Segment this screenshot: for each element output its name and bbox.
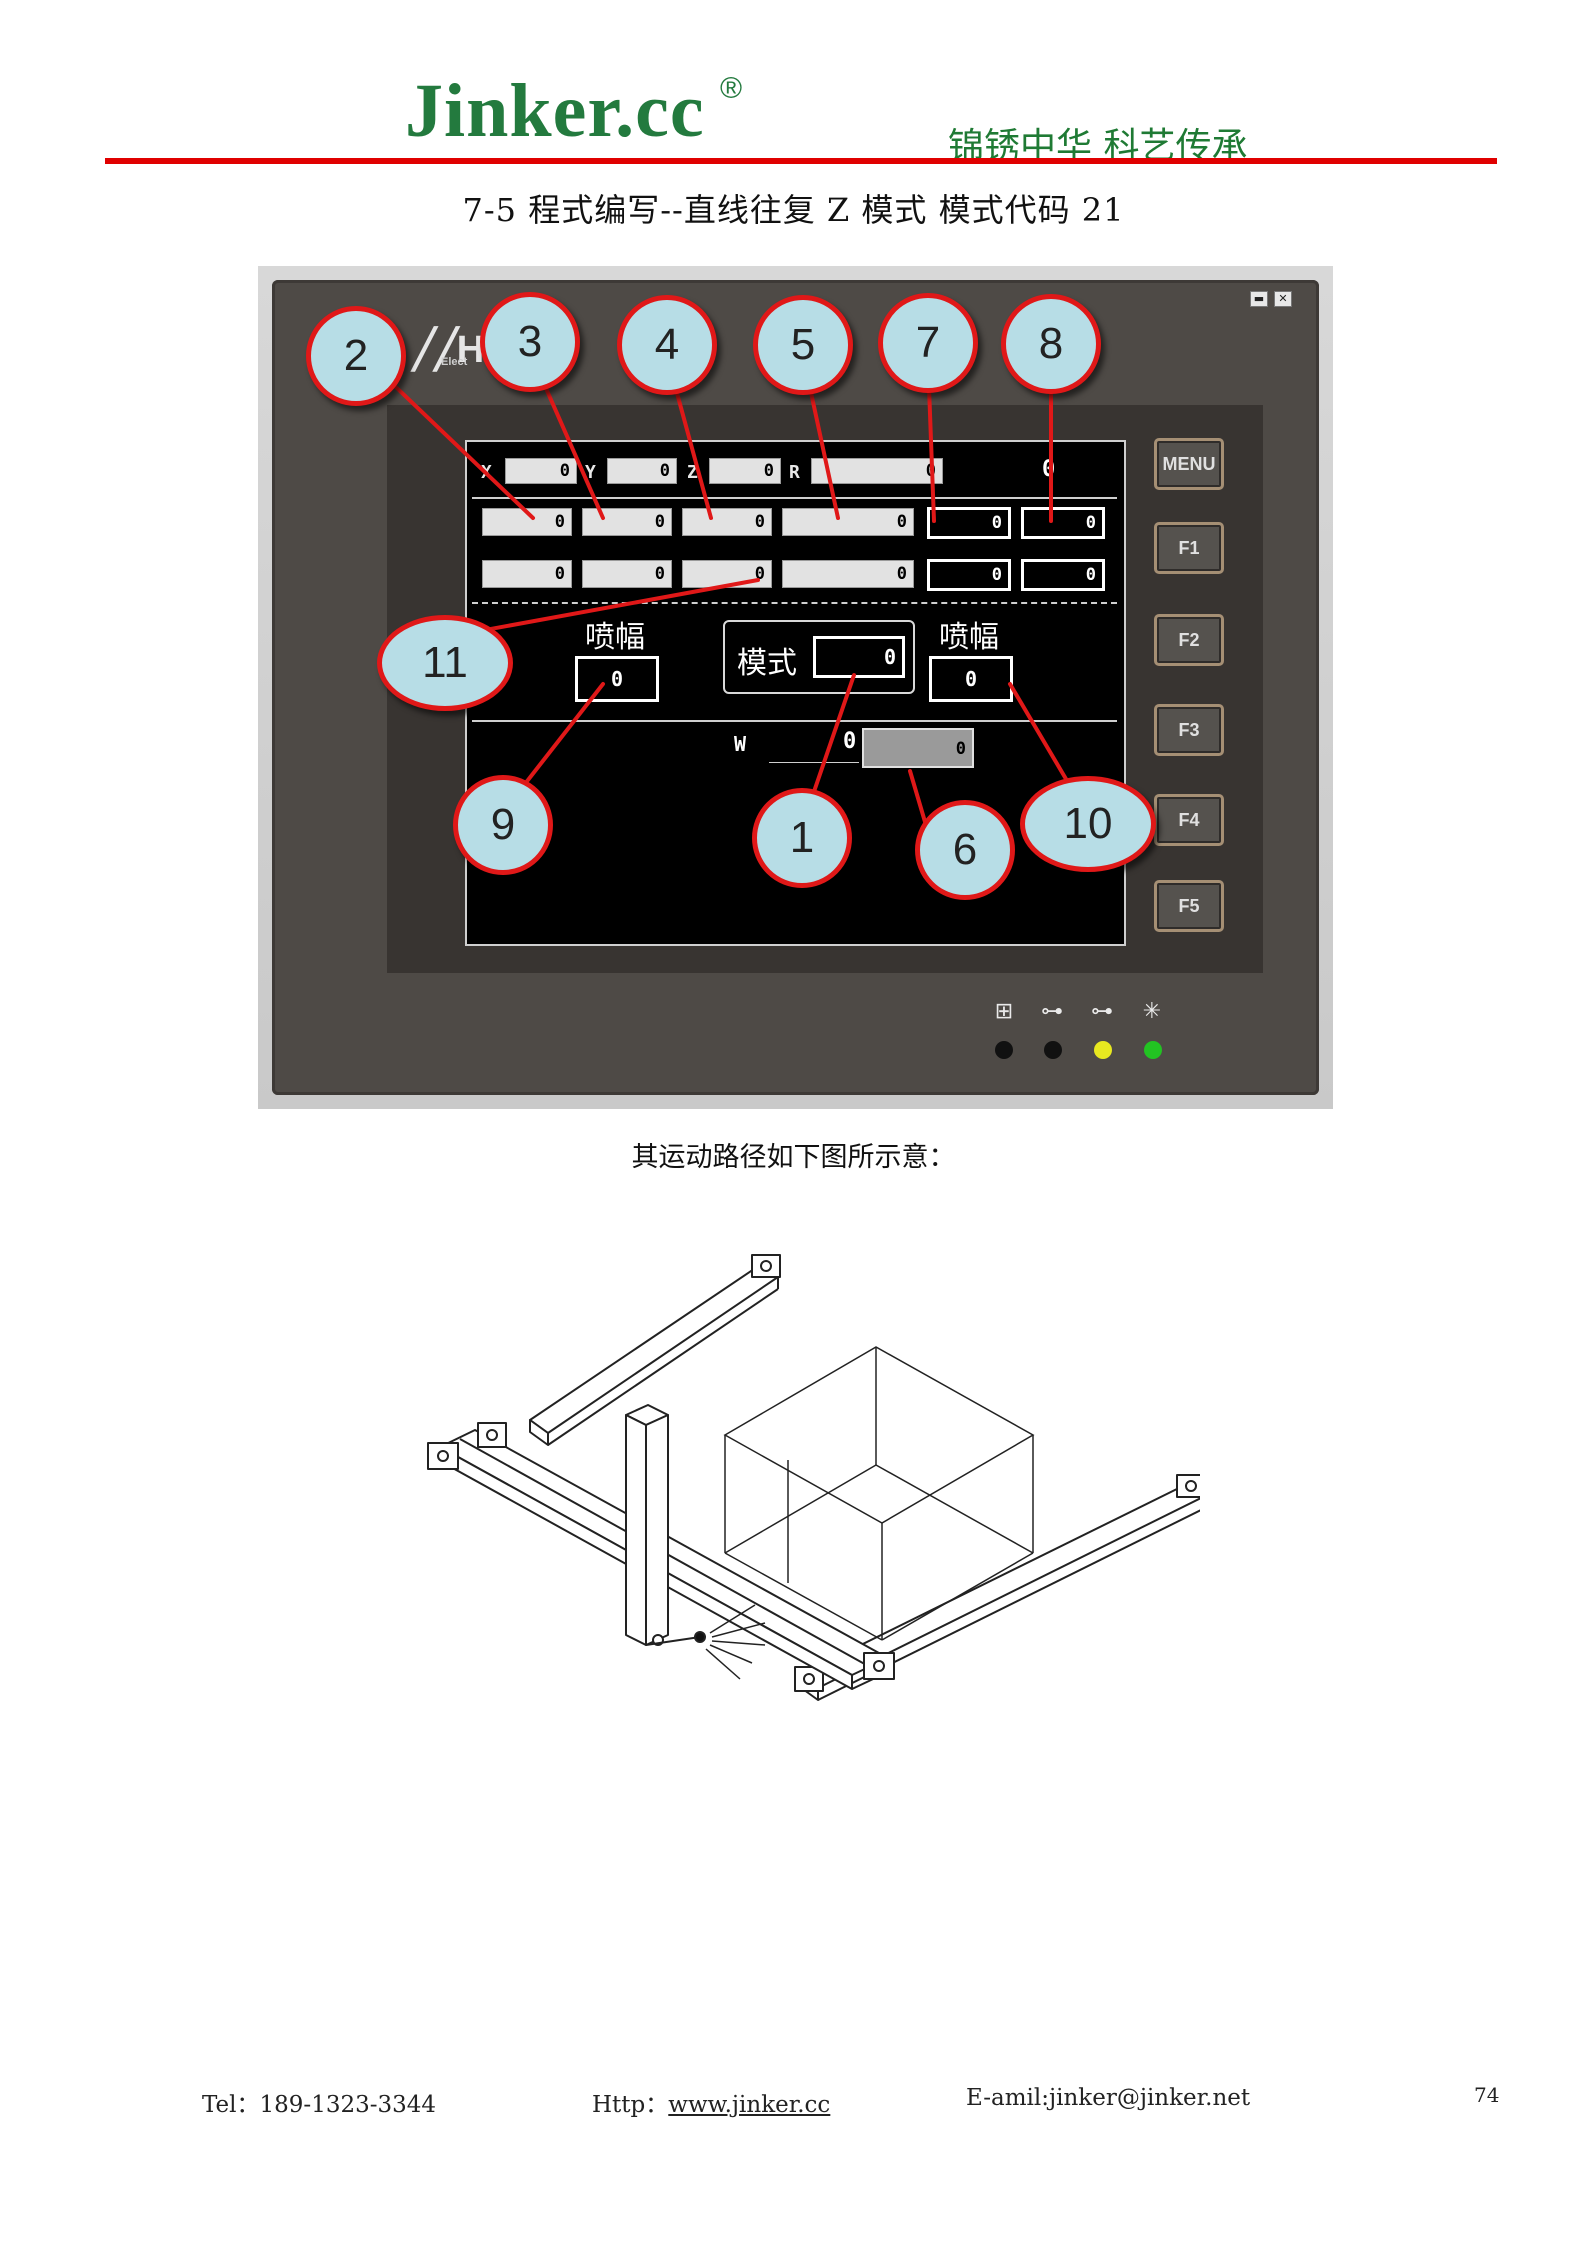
callout-8: 8 — [1001, 294, 1101, 394]
callout-3: 3 — [480, 292, 580, 392]
brand-subtext: Elect — [441, 356, 468, 368]
key-icon: ⊶ — [1091, 999, 1113, 1024]
network-icon: ⊞ — [994, 999, 1014, 1024]
hmi-panel: ▬ ✕ ╱╱HI Elect X 0 Y 0 Z 0 R 0 0 0 0 0 0… — [258, 266, 1333, 1109]
light-icon: ✳ — [1142, 999, 1162, 1024]
param-field-row3-6[interactable]: 0 — [1021, 559, 1105, 591]
rail-end-hole — [760, 1260, 772, 1272]
lcd-divider-2 — [472, 720, 1117, 722]
axis-label-r: R — [789, 462, 800, 483]
close-icon[interactable]: ✕ — [1274, 291, 1292, 307]
callout-4: 4 — [617, 295, 717, 395]
caption: 其运动路径如下图所示意： — [631, 1142, 956, 1173]
status-led-3 — [1094, 1041, 1112, 1059]
status-led-4 — [1144, 1041, 1162, 1059]
spray-width-field-right[interactable]: 0 — [929, 656, 1013, 702]
param-field-11[interactable]: 0 — [682, 560, 772, 588]
status-indicators: ⊞ ⊶ ⊶ ✳ — [988, 999, 1188, 1079]
axis-z-field[interactable]: 0 — [709, 458, 781, 484]
w-plain-value: 0 — [843, 729, 857, 754]
status-led-1 — [995, 1041, 1013, 1059]
f1-key[interactable]: F1 — [1154, 522, 1224, 574]
spray-width-label-right: 喷幅 — [939, 620, 999, 655]
axis-label-z: Z — [687, 462, 698, 483]
callout-2: 2 — [306, 306, 406, 406]
spray-width-label-left: 喷幅 — [585, 620, 645, 655]
axis-label-y: Y — [585, 462, 596, 483]
param-field-5[interactable]: 0 — [782, 508, 914, 536]
callout-6: 6 — [915, 800, 1015, 900]
lcd-dashed-divider — [472, 602, 1117, 604]
w-value-field[interactable]: 0 — [862, 728, 974, 768]
callout-7: 7 — [878, 293, 978, 393]
w-label: W — [734, 732, 747, 756]
minimize-icon[interactable]: ▬ — [1250, 291, 1268, 307]
param-field-7[interactable]: 0 — [927, 507, 1011, 539]
registered-mark: ® — [720, 72, 743, 105]
mode-code-field[interactable]: 0 — [813, 636, 905, 678]
param-field-row3-5[interactable]: 0 — [927, 559, 1011, 591]
callout-10: 10 — [1020, 776, 1156, 872]
footer-website-label: Http： — [592, 2092, 669, 2118]
status-led-2 — [1044, 1041, 1062, 1059]
param-field-4[interactable]: 0 — [682, 508, 772, 536]
f2-key[interactable]: F2 — [1154, 614, 1224, 666]
section-title: 7-5 程式编写--直线往复 Z 模式 模式代码 21 — [462, 191, 1125, 229]
param-field-3[interactable]: 0 — [582, 508, 672, 536]
gantry-path-diagram — [427, 1254, 1200, 1701]
logo: Jinker.cc — [405, 69, 705, 153]
f5-key[interactable]: F5 — [1154, 880, 1224, 932]
mode-label: 模式 — [737, 646, 797, 681]
callout-9: 9 — [453, 775, 553, 875]
spray-width-field-left[interactable]: 0 — [575, 656, 659, 702]
brand-slash-icon: ╱╱ — [413, 329, 458, 371]
f3-key[interactable]: F3 — [1154, 704, 1224, 756]
mode-group: 模式 0 — [723, 620, 915, 694]
lcd-divider-1 — [472, 497, 1117, 499]
param-field-row3-4[interactable]: 0 — [782, 560, 914, 588]
footer-website-link[interactable]: www.jinker.cc — [668, 2092, 831, 2118]
w-underline — [769, 762, 859, 763]
footer-phone: Tel：189-1323-3344 — [202, 2092, 437, 2118]
header-divider — [105, 158, 1497, 164]
param-field-row3-1[interactable]: 0 — [482, 560, 572, 588]
window-controls: ▬ ✕ — [1250, 291, 1294, 307]
menu-key[interactable]: MENU — [1154, 438, 1224, 490]
axis-y-field[interactable]: 0 — [607, 458, 677, 484]
key-icon: ⊶ — [1041, 999, 1063, 1024]
callout-11: 11 — [377, 615, 513, 711]
page-number: 74 — [1474, 2083, 1500, 2107]
axis-x-field[interactable]: 0 — [505, 458, 577, 484]
footer-website: Http：www.jinker.cc — [592, 2085, 830, 2119]
callout-5: 5 — [753, 295, 853, 395]
callout-1: 1 — [752, 788, 852, 888]
param-field-row3-2[interactable]: 0 — [582, 560, 672, 588]
param-field-8[interactable]: 0 — [1021, 507, 1105, 539]
footer-email: E-amil:jinker@jinker.net — [966, 2085, 1251, 2111]
